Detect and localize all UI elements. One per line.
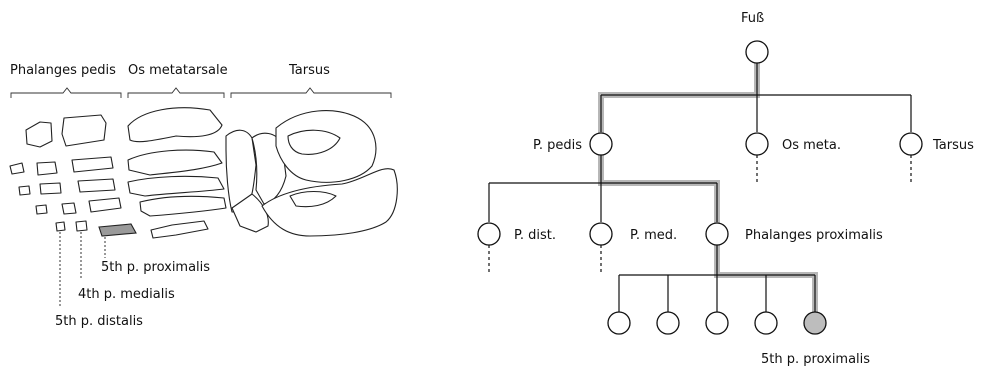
bone-metatarsal-2 [127,149,223,176]
callout-5th-p-distalis: 5th p. distalis [55,314,143,329]
node-leaf-5-highlight [803,311,827,335]
label-tarsus: Tarsus [932,138,974,153]
node-phalanges-proximalis [705,222,729,246]
bone-hallux-proximal [61,114,107,147]
bone-distal-4 [35,204,48,215]
bone-proximal-2 [71,156,114,173]
bone-distal-3 [18,185,31,196]
tree-edges [488,63,912,312]
node-leaf-2 [656,311,680,335]
highlight-path [598,52,818,312]
bone-metatarsal-4 [139,195,227,217]
bone-distal-2 [9,162,25,175]
node-tarsus [899,132,923,156]
node-leaf-4 [754,311,778,335]
label-os-meta: Os meta. [782,138,841,153]
bone-medial-4 [61,202,77,215]
bone-talus-detail [287,129,341,155]
callout-5th-p-proximalis: 5th p. proximalis [101,260,210,275]
bone-medial-2 [36,161,58,176]
foot-anatomy: Phalanges pedis Os metatarsale Tarsus [9,63,398,329]
bone-medial-3 [39,182,62,195]
label-phalanges-proximalis: Phalanges proximalis [745,228,883,243]
node-p-dist [477,222,501,246]
label-p-dist: P. dist. [514,228,556,243]
label-p-med: P. med. [630,228,677,243]
brace-phalanges [10,87,122,98]
brace-metatarsale [127,87,225,98]
bone-proximal-4 [88,197,122,213]
bone-proximal-3 [77,178,116,193]
bone-distal-5 [55,221,66,232]
bone-proximal-5-highlight [98,223,137,237]
label-tarsus-region: Tarsus [288,63,330,78]
label-fuss: Fuß [741,11,764,26]
label-5th-p-proximalis: 5th p. proximalis [761,352,870,367]
hierarchy-tree: Fuß P. pedis Os meta. Tarsus P. dist. P.… [477,11,974,367]
node-p-pedis [589,132,613,156]
bone-calcaneus-inner [289,190,337,208]
node-leaf-3 [705,311,729,335]
bone-calcaneus [261,168,398,237]
bone-medial-4-callout [75,220,88,232]
bone-metatarsal-3 [127,175,225,197]
node-p-med [589,222,613,246]
node-os-meta [745,132,769,156]
brace-tarsus [230,87,392,98]
bone-outlines [9,107,398,239]
callout-4th-p-medialis: 4th p. medialis [78,287,175,302]
label-os-metatarsale: Os metatarsale [128,63,228,78]
node-fuss [745,40,769,64]
node-leaf-1 [607,311,631,335]
tree-continuations [488,155,912,273]
bone-metatarsal-1 [127,107,223,143]
label-p-pedis: P. pedis [533,138,582,153]
bone-metatarsal-5 [150,220,209,239]
bone-hallux-distal [25,121,53,148]
label-phalanges-pedis: Phalanges pedis [10,63,116,78]
